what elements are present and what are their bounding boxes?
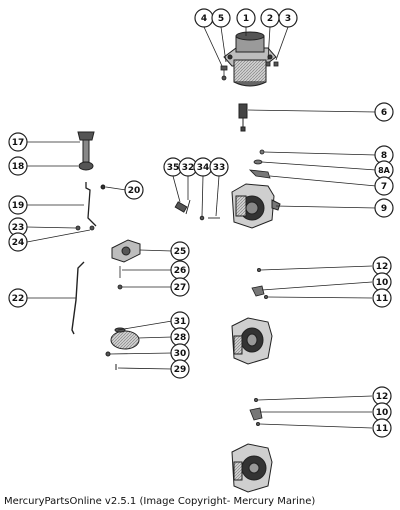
svg-text:33: 33 (213, 163, 226, 173)
svg-text:25: 25 (174, 247, 187, 257)
carburetor-body-middle (231, 317, 273, 365)
rod-22 (71, 261, 85, 335)
callout-labels: 4 5 1 2 3 6 8 8A 7 9 17 18 19 23 24 22 2… (8, 8, 394, 438)
svg-text:28: 28 (174, 333, 187, 343)
leader-lines (26, 26, 377, 429)
svg-text:27: 27 (174, 283, 187, 293)
svg-text:19: 19 (12, 201, 25, 211)
copyright-footer: MercuryPartsOnline v2.5.1 (Image Copyrig… (4, 496, 316, 507)
pump-25 (111, 239, 141, 263)
callout-12-mid: 12 (372, 256, 392, 276)
svg-text:4: 4 (201, 14, 207, 24)
callout-28: 28 (170, 327, 190, 347)
callout-30: 30 (170, 343, 190, 363)
callout-19: 19 (8, 195, 28, 215)
callout-7: 7 (374, 176, 394, 196)
svg-text:10: 10 (376, 408, 389, 418)
callout-20: 20 (124, 180, 144, 200)
bolt-17 (77, 131, 95, 163)
svg-text:23: 23 (12, 223, 25, 233)
flange-assembly (223, 31, 277, 87)
screws-26-27 (117, 266, 123, 290)
svg-text:17: 17 (12, 138, 25, 148)
callout-8a: 8A (374, 160, 394, 180)
svg-text:24: 24 (12, 238, 25, 248)
nut-18 (78, 161, 94, 171)
callout-1: 1 (236, 8, 256, 28)
callout-26: 26 (170, 260, 190, 280)
small-screws-32-35 (174, 199, 220, 221)
svg-text:34: 34 (197, 163, 210, 173)
callout-17: 17 (8, 132, 28, 152)
svg-text:31: 31 (174, 317, 187, 327)
callout-10-mid: 10 (372, 272, 392, 292)
svg-text:30: 30 (174, 349, 187, 359)
svg-text:32: 32 (182, 163, 195, 173)
svg-text:7: 7 (381, 182, 387, 192)
callout-33: 33 (209, 157, 229, 177)
callout-9: 9 (374, 198, 394, 218)
filter-28 (105, 327, 140, 370)
svg-text:3: 3 (285, 14, 291, 24)
callout-27: 27 (170, 277, 190, 297)
svg-text:10: 10 (376, 278, 389, 288)
svg-text:26: 26 (174, 266, 187, 276)
callout-3: 3 (278, 8, 298, 28)
callout-12-lower: 12 (372, 386, 392, 406)
svg-text:12: 12 (376, 262, 389, 272)
svg-text:18: 18 (12, 162, 25, 172)
svg-text:2: 2 (267, 14, 273, 24)
small-screws-top (220, 61, 279, 81)
callout-6: 6 (374, 102, 394, 122)
linkage-top-right (248, 149, 271, 179)
svg-text:11: 11 (376, 294, 389, 304)
needle-valve (238, 103, 248, 132)
callout-24: 24 (8, 232, 28, 252)
callout-29: 29 (170, 359, 190, 379)
svg-text:12: 12 (376, 392, 389, 402)
callout-10-lower: 10 (372, 402, 392, 422)
carburetor-body-lower (231, 443, 273, 493)
callout-11-lower: 11 (372, 418, 392, 438)
svg-text:20: 20 (128, 186, 141, 196)
small-parts-mid (251, 267, 268, 299)
svg-text:29: 29 (174, 365, 187, 375)
callout-4: 4 (194, 8, 214, 28)
svg-text:11: 11 (376, 424, 389, 434)
svg-text:1: 1 (243, 14, 249, 24)
svg-text:8A: 8A (378, 166, 391, 175)
callout-22: 22 (8, 288, 28, 308)
clips-23-24 (75, 225, 95, 231)
callout-25: 25 (170, 241, 190, 261)
carburetor-body-upper (231, 183, 281, 229)
rod-19 (85, 182, 106, 227)
svg-text:35: 35 (167, 163, 180, 173)
callout-18: 18 (8, 156, 28, 176)
svg-text:5: 5 (218, 14, 224, 24)
svg-text:9: 9 (381, 204, 387, 214)
callout-11-mid: 11 (372, 288, 392, 308)
callout-34: 34 (193, 157, 213, 177)
callout-31: 31 (170, 311, 190, 331)
svg-text:22: 22 (12, 294, 25, 304)
callout-5: 5 (211, 8, 231, 28)
small-parts-lower (249, 397, 263, 426)
svg-text:6: 6 (381, 108, 387, 118)
svg-text:8: 8 (381, 151, 387, 161)
callout-2: 2 (260, 8, 280, 28)
